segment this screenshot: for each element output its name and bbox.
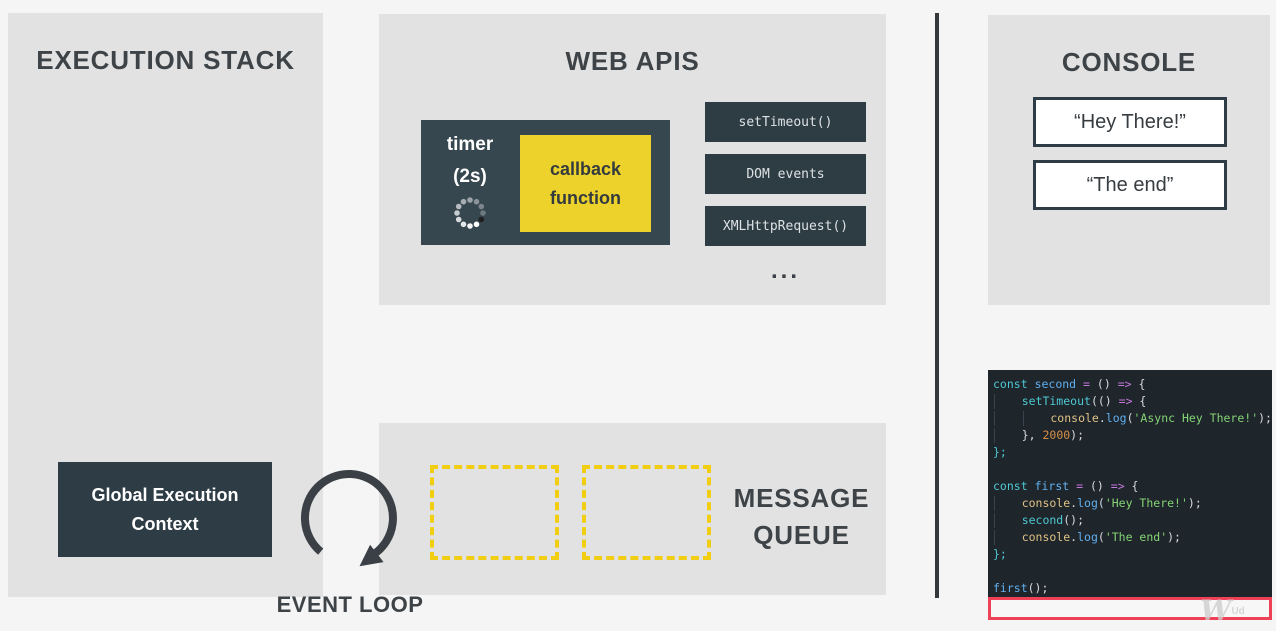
console-output-box: “Hey There!”: [1033, 97, 1227, 147]
callback-function-box: callback function: [520, 135, 651, 232]
callback-line2: function: [550, 187, 621, 208]
api-button: XMLHttpRequest(): [705, 206, 866, 246]
code-line: };: [993, 445, 1007, 459]
api-button: setTimeout(): [705, 102, 866, 142]
execution-stack-title: EXECUTION STACK: [36, 45, 295, 75]
next-line-highlight-box: [988, 597, 1272, 620]
more-apis-ellipsis: ...: [770, 257, 800, 284]
web-apis-panel: WEB APIS timer (2s) callback: [379, 14, 886, 305]
code-line: };: [993, 547, 1007, 561]
gec-line1: Global Execution: [91, 484, 239, 505]
code-line: }, 2000);: [993, 427, 1272, 444]
timer-label: timer: [446, 134, 494, 155]
message-queue-title: MESSAGE QUEUE: [733, 483, 870, 550]
execution-stack-panel: EXECUTION STACK Global Execution Context: [8, 13, 323, 597]
code-line: console.log('Async Hey There!');: [993, 410, 1272, 427]
vertical-divider: [935, 13, 939, 598]
code-line: second();: [993, 512, 1272, 529]
console-title: CONSOLE: [1061, 47, 1197, 77]
code-area: const second = () => { setTimeout(() => {…: [988, 370, 1272, 597]
api-button: DOM events: [705, 154, 866, 194]
code-line: console.log('The end');: [993, 529, 1272, 546]
global-execution-context-box: Global Execution Context: [58, 462, 272, 557]
message-queue-panel: MESSAGE QUEUE: [379, 423, 886, 595]
code-line: const second = () => {: [993, 377, 1146, 391]
code-line: [993, 461, 1272, 478]
code-line: console.log('Hey There!');: [993, 495, 1272, 512]
console-output-box: “The end”: [1033, 160, 1227, 210]
watermark: WUd: [1200, 594, 1245, 627]
loading-spinner-icon: [454, 197, 486, 229]
event-loop-arrow-icon: [300, 470, 397, 567]
code-line: [993, 563, 1272, 580]
web-apis-title: WEB APIS: [565, 46, 700, 76]
code-line: setTimeout(() => {: [993, 393, 1272, 410]
code-editor: const second = () => { setTimeout(() => {…: [988, 370, 1272, 620]
console-panel: CONSOLE “Hey There!” “The end”: [988, 15, 1270, 305]
queue-slot-empty: [582, 465, 711, 560]
code-line: first();: [993, 581, 1049, 595]
timer-box: timer (2s) callback function: [421, 120, 670, 245]
event-loop-label: EVENT LOOP: [276, 592, 424, 617]
code-line: const first = () => {: [993, 479, 1139, 493]
timer-duration: (2s): [453, 166, 487, 187]
callback-line1: callback: [549, 158, 622, 179]
queue-slot-empty: [430, 465, 559, 560]
gec-line2: Context: [131, 513, 199, 534]
timer-label-group: timer (2s): [421, 134, 519, 188]
